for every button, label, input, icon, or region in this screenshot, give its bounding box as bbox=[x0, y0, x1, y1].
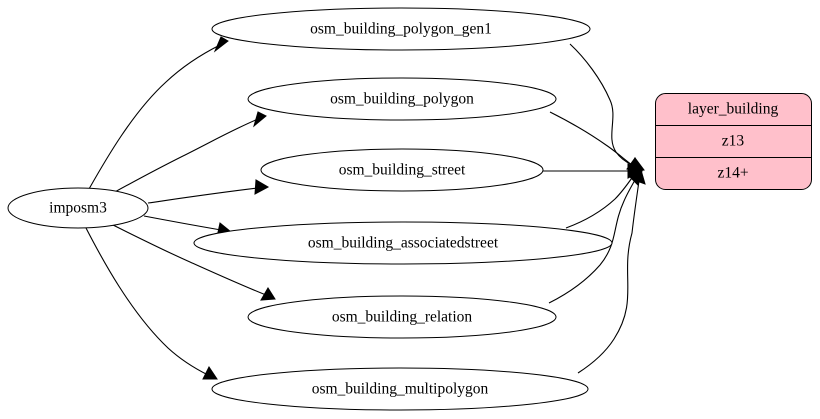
node-imposm3[interactable]: imposm3 bbox=[7, 187, 149, 229]
node-osm_building_relation-label: osm_building_relation bbox=[332, 309, 473, 326]
node-osm_building_associatedstreet[interactable]: osm_building_associatedstreet bbox=[193, 221, 613, 265]
node-osm_building_relation[interactable]: osm_building_relation bbox=[247, 295, 557, 339]
node-osm_building_polygon_gen1[interactable]: osm_building_polygon_gen1 bbox=[211, 7, 591, 51]
node-osm_building_multipolygon-shape bbox=[211, 367, 589, 411]
node-osm_building_associatedstreet-shape bbox=[193, 221, 613, 265]
node-osm_building_relation-shape bbox=[247, 295, 557, 339]
edge-osm_building_street-to-layer_building bbox=[542, 163, 643, 179]
node-osm_building_multipolygon[interactable]: osm_building_multipolygon bbox=[211, 367, 589, 411]
edge-imposm3-to-osm_building_relation bbox=[110, 223, 276, 301]
edge-osm_building_multipolygon-to-layer_building bbox=[577, 168, 646, 374]
node-osm_building_street-label: osm_building_street bbox=[339, 162, 466, 179]
node-osm_building_street-shape bbox=[260, 148, 544, 192]
edge-osm_building_associatedstreet-to-layer_building bbox=[565, 168, 642, 229]
node-layer_building[interactable]: layer_building z13 z14+ bbox=[655, 93, 812, 190]
node-osm_building_polygon-label: osm_building_polygon bbox=[330, 91, 474, 108]
node-osm_building_polygon-shape bbox=[247, 77, 557, 121]
edge-group-tables-to-layer bbox=[542, 43, 646, 374]
record-row-zoom-z13: z13 bbox=[722, 133, 745, 150]
node-osm_building_multipolygon-label: osm_building_multipolygon bbox=[312, 381, 489, 398]
node-imposm3-shape bbox=[7, 187, 149, 229]
node-layer_building-box bbox=[655, 93, 812, 190]
record-row-layer-name: layer_building bbox=[688, 101, 779, 118]
node-osm_building_associatedstreet-label: osm_building_associatedstreet bbox=[308, 235, 499, 252]
edge-imposm3-to-osm_building_polygon_gen1 bbox=[88, 36, 229, 190]
edge-imposm3-to-osm_building_polygon bbox=[112, 111, 267, 194]
edge-imposm3-to-osm_building_multipolygon bbox=[85, 227, 218, 380]
edge-imposm3-to-osm_building_street bbox=[147, 179, 270, 204]
node-osm_building_polygon_gen1-label: osm_building_polygon_gen1 bbox=[310, 21, 492, 38]
node-osm_building_polygon[interactable]: osm_building_polygon bbox=[247, 77, 557, 121]
record-row-zoom-z14plus: z14+ bbox=[717, 165, 748, 182]
node-osm_building_street[interactable]: osm_building_street bbox=[260, 148, 544, 192]
edge-osm_building_polygon_gen1-to-layer_building bbox=[569, 43, 645, 173]
node-osm_building_polygon_gen1-shape bbox=[211, 7, 591, 51]
node-imposm3-label: imposm3 bbox=[49, 200, 107, 217]
